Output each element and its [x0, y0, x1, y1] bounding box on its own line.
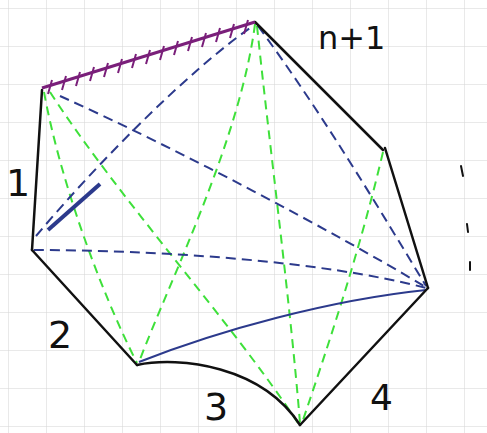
polygon-sides — [32, 22, 428, 425]
vertex-label: 1 — [6, 164, 30, 202]
vertex-label: 4 — [370, 380, 393, 416]
vertex-label: 3 — [204, 388, 228, 426]
blue-stroke — [48, 184, 100, 230]
green-diagonals — [44, 24, 383, 423]
hatching — [48, 20, 248, 94]
blue-diagonals — [34, 26, 426, 288]
vertex-label: 2 — [48, 316, 72, 354]
vertex-label: n+1 — [318, 22, 385, 54]
blue-diagonal — [139, 290, 426, 362]
ellipsis-marks — [461, 166, 470, 270]
